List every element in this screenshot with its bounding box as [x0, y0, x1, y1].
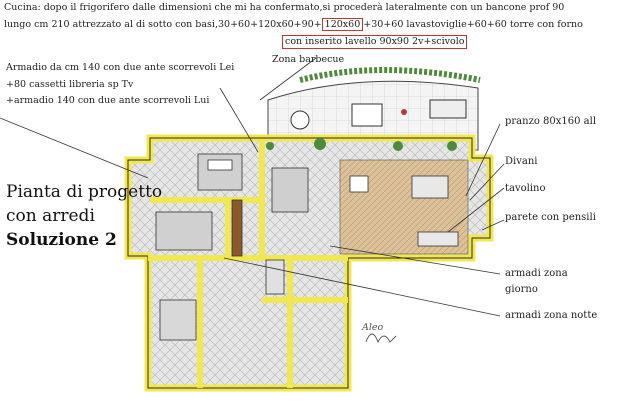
leader-lines — [0, 57, 505, 317]
sofa — [411, 175, 449, 199]
wardrobe-note-line-2: +80 cassetti libreria sp Tv — [6, 79, 134, 90]
kitchen-note-line-2-b: +30+60 lavastoviglie+60+60 torre con for… — [363, 19, 583, 30]
plan-title-solution: Soluzione 2 — [6, 230, 117, 250]
internal-walls — [148, 140, 348, 388]
signature-mark — [365, 333, 397, 344]
wardrobe-note-line-1: Armadio da cm 140 con due ante scorrevol… — [6, 62, 235, 73]
label-night-wardrobes: armadi zona notte — [505, 310, 598, 321]
wardrobe — [231, 199, 243, 257]
kitchen-block — [271, 167, 309, 213]
architect-signature: Aleo — [362, 322, 384, 333]
kitchen-note-line-2-a: lungo cm 210 attrezzato al di sotto con … — [4, 19, 322, 30]
kitchen-note-line-1: Cucina: dopo il frigorifero dalle dimens… — [4, 2, 565, 13]
terrace — [267, 67, 481, 151]
dining-table — [349, 175, 369, 193]
kitchen-note-line-3: con inserito lavello 90x90 2v+scivolo — [282, 35, 468, 49]
label-day-wardrobes-1: armadi zona — [505, 268, 568, 279]
label-wall-units: parete con pensili — [505, 212, 596, 223]
label-coffee-table: tavolino — [505, 183, 546, 194]
wardrobe-note-line-3: +armadio 140 con due ante scorrevoli Lui — [6, 95, 210, 106]
bathroom-fixtures — [155, 211, 213, 251]
barbecue-zone-label: Zona barbecue — [272, 54, 345, 65]
furniture — [155, 153, 459, 341]
sofa-2 — [417, 231, 459, 247]
label-day-wardrobes-2: giorno — [505, 284, 538, 295]
plants — [266, 138, 457, 151]
bath-2 — [265, 259, 285, 295]
plan-title-line-2: con arredi — [6, 206, 95, 226]
bed — [197, 153, 243, 191]
second-bed — [159, 299, 197, 341]
kitchen-note-highlight-box: 120x60 — [321, 18, 364, 31]
plan-title-line-1: Pianta di progetto — [6, 182, 163, 202]
kitchen-note-line-2: lungo cm 210 attrezzato al di sotto con … — [4, 18, 583, 31]
label-sofas: Divani — [505, 156, 538, 167]
label-dining: pranzo 80x160 all — [505, 116, 597, 127]
